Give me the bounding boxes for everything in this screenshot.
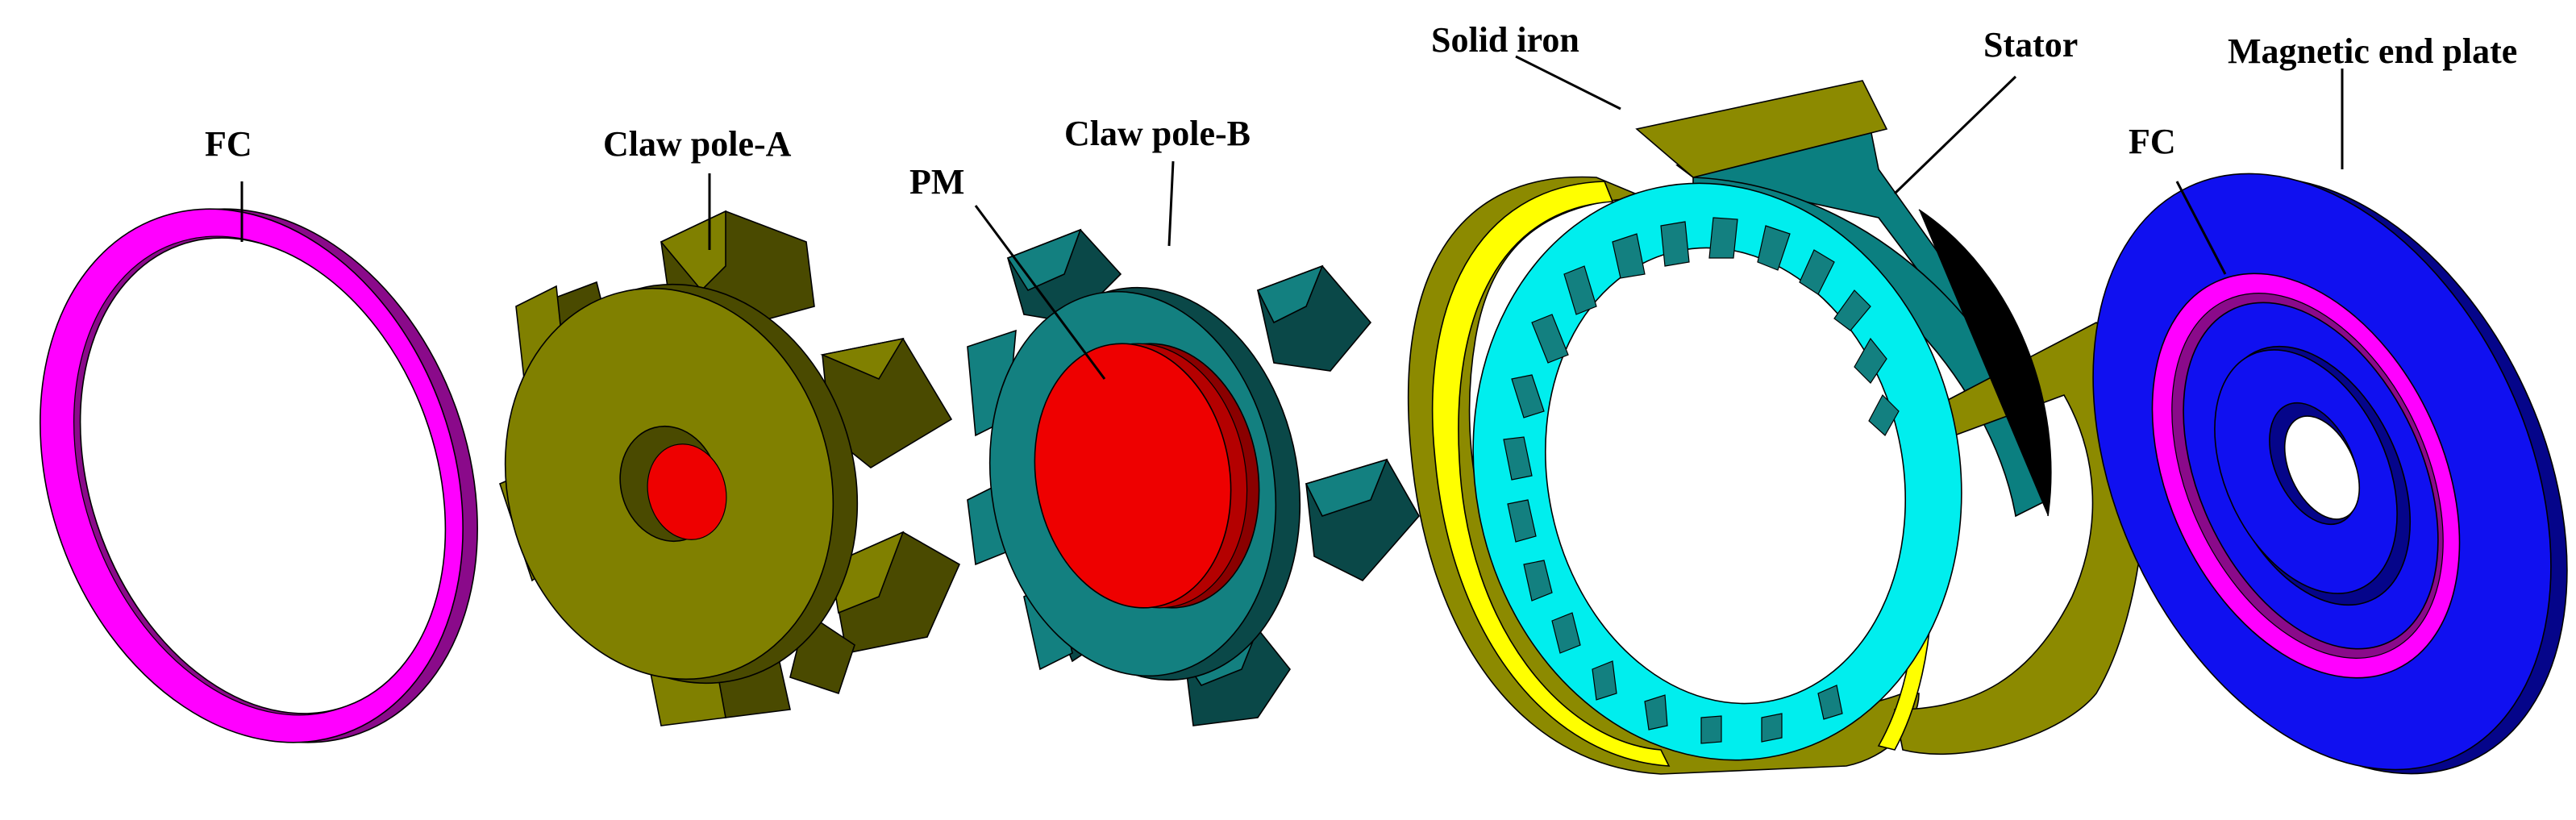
- label-fc-left: FC: [205, 124, 252, 164]
- label-magnetic-end-plate: Magnetic end plate: [2228, 31, 2517, 71]
- fc-ring-left: [40, 208, 478, 743]
- label-solid-iron: Solid iron: [1431, 20, 1579, 60]
- claw-pole-a: [499, 210, 961, 726]
- claw-pole-b: [967, 228, 1420, 726]
- stator-assembly: [1407, 80, 2146, 775]
- label-fc-right: FC: [2129, 122, 2176, 161]
- label-claw-pole-b: Claw pole-B: [1064, 114, 1251, 153]
- label-pm: PM: [909, 162, 964, 202]
- label-stator: Stator: [1983, 25, 2078, 65]
- magnetic-end-plate: [2092, 173, 2568, 775]
- leader-lines: [240, 55, 2344, 380]
- label-claw-pole-a: Claw pole-A: [603, 124, 792, 164]
